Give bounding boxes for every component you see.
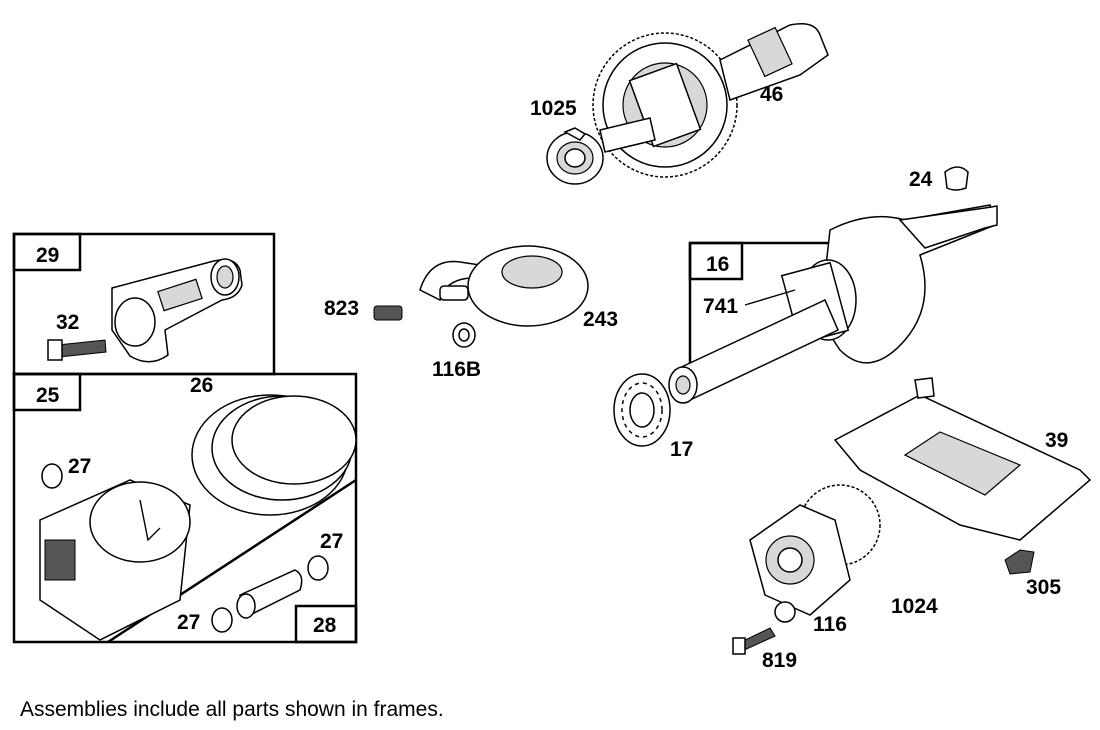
callout-16: 16	[706, 253, 729, 276]
frame-25-piston-assembly	[12, 372, 358, 644]
frame-16-crankshaft	[668, 204, 998, 404]
callout-116b: 116B	[432, 358, 481, 381]
assemblies-footnote: Assemblies include all parts shown in fr…	[20, 698, 444, 721]
callout-305: 305	[1026, 576, 1061, 599]
callout-27-bottom: 27	[177, 611, 200, 634]
callout-46: 46	[760, 83, 783, 106]
callout-116: 116	[813, 613, 847, 636]
callout-29: 29	[36, 244, 59, 267]
woodruff-key-part	[944, 166, 969, 191]
callout-819: 819	[762, 649, 797, 672]
callout-39: 39	[1045, 429, 1068, 452]
callout-26: 26	[190, 374, 213, 397]
callout-27-left: 27	[68, 455, 91, 478]
cam-bearing-part	[546, 127, 604, 185]
breather-assembly-part	[373, 245, 589, 348]
oil-sump-plate-part	[833, 377, 1092, 541]
callout-243: 243	[583, 308, 618, 331]
main-bearing-part	[613, 373, 671, 447]
callout-28: 28	[313, 614, 337, 637]
callout-32: 32	[56, 311, 79, 334]
callout-1024: 1024	[891, 595, 938, 618]
oil-pump-part	[732, 484, 1035, 655]
callout-823: 823	[324, 297, 359, 320]
callout-25: 25	[36, 384, 60, 407]
callout-27-right: 27	[320, 530, 343, 553]
callout-24: 24	[909, 168, 933, 191]
frame-29-connecting-rod	[12, 232, 276, 376]
callout-17: 17	[670, 438, 693, 461]
camshaft-gear-part	[592, 23, 829, 178]
callout-1025: 1025	[530, 97, 577, 120]
callout-741: 741	[703, 295, 738, 318]
